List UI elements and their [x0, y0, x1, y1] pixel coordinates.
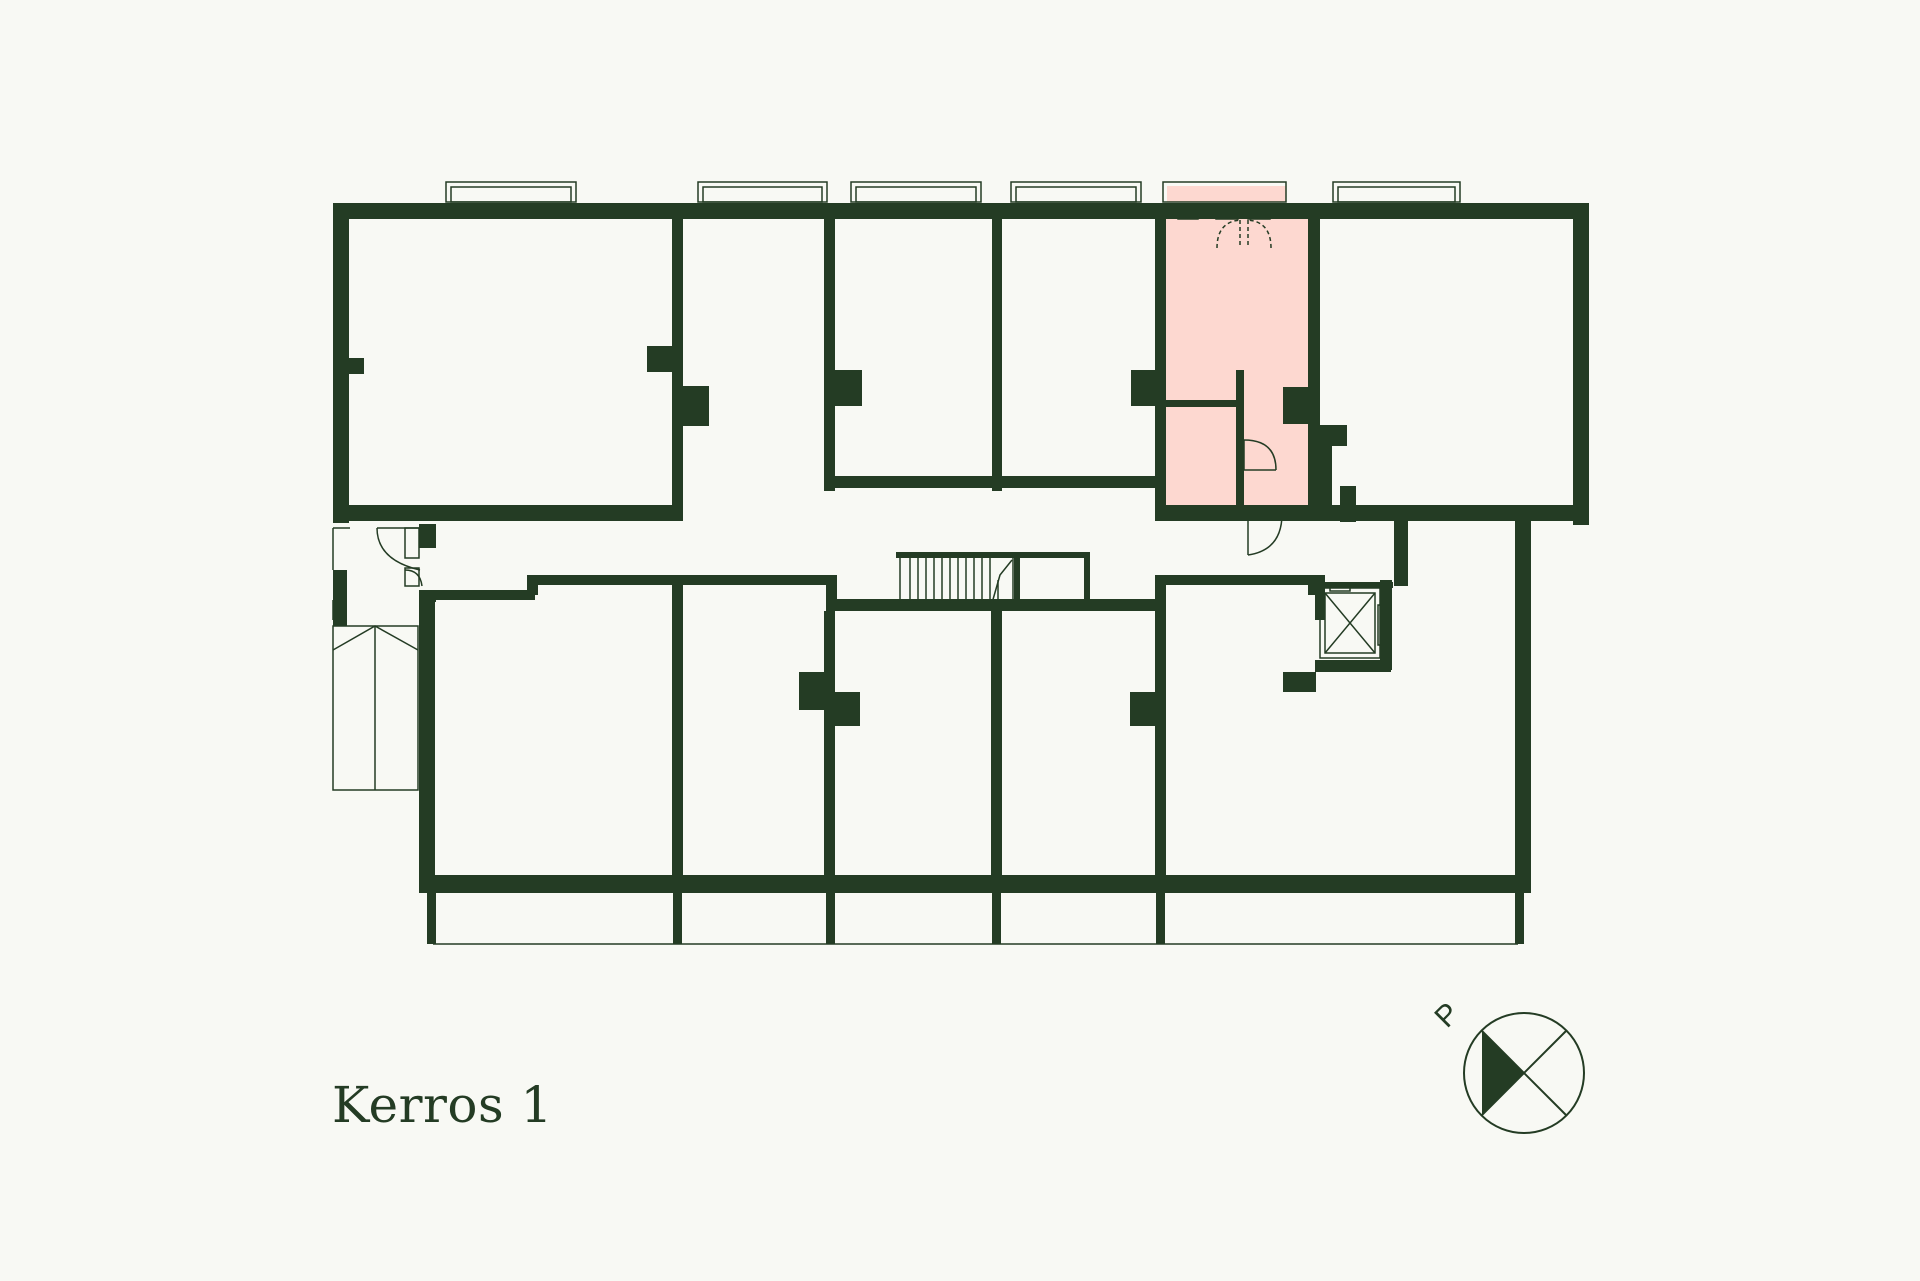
floor-label: Kerros 1 — [332, 1076, 553, 1134]
plan-details — [332, 204, 1518, 945]
walls — [333, 203, 1589, 944]
compass — [1463, 1012, 1585, 1134]
compass-north-label: P — [1429, 997, 1466, 1034]
svg-text:P: P — [1429, 997, 1466, 1034]
balconies-top — [445, 181, 1461, 203]
